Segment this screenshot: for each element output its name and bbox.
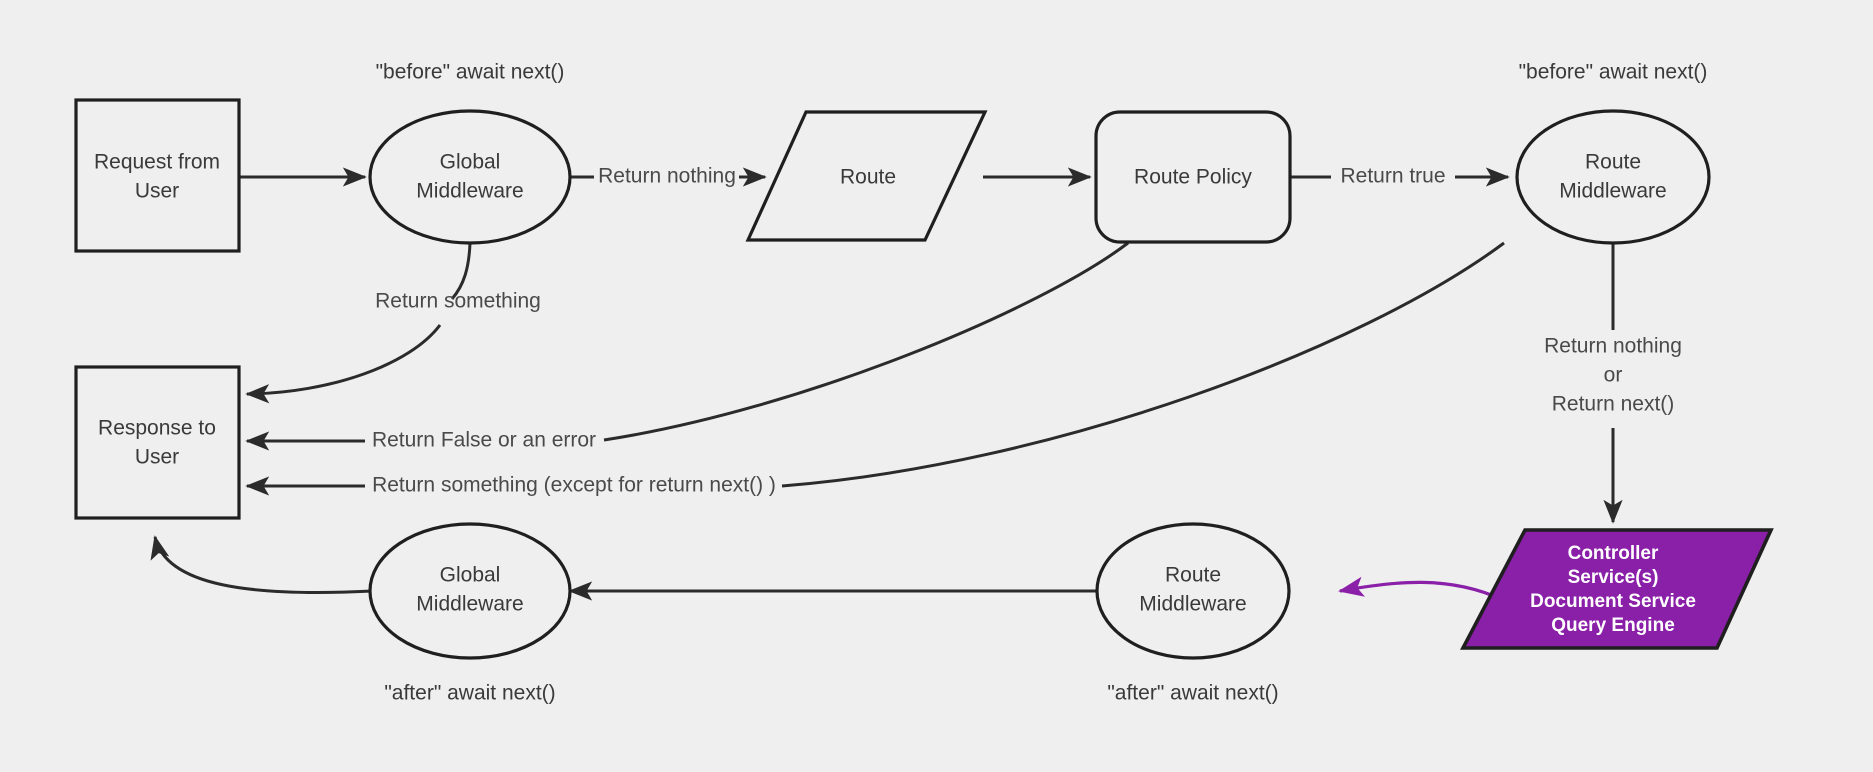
node-global-middleware-bottom[interactable]: Global Middleware (368, 522, 572, 660)
node-route-label: Route (840, 166, 896, 189)
node-global-middleware-top[interactable]: Global Middleware (368, 109, 572, 245)
edge-route-policy-return-false (603, 241, 1129, 442)
edge-route-middleware-return-something-except (781, 241, 1505, 488)
node-route-policy[interactable]: Route Policy (1094, 110, 1292, 244)
node-controller-line1: Controller (1568, 543, 1659, 564)
node-controller-line2: Service(s) (1568, 567, 1659, 588)
node-route-middleware-bottom[interactable]: Route Middleware (1095, 522, 1291, 660)
node-route[interactable]: Route (745, 110, 988, 242)
node-route-middleware-top[interactable]: Route Middleware (1515, 109, 1711, 245)
node-request-from-user-line2: User (135, 180, 179, 203)
node-route-middleware-bottom-line2: Middleware (1139, 593, 1246, 616)
edge-label-return-true: Return true (1340, 165, 1445, 188)
node-controller-services[interactable]: Controller Service(s) Document Service Q… (1460, 528, 1774, 650)
edge-label-return-false-or-error: Return False or an error (372, 429, 596, 452)
edge-label-return-nothing-or-next-line2: or (1604, 364, 1623, 387)
edge-label-return-nothing: Return nothing (598, 165, 736, 188)
annotation-before-await-next-global: "before" await next() (376, 61, 565, 84)
annotation-after-await-next-route: "after" await next() (1107, 682, 1278, 705)
edge-label-return-nothing-or-next-line1: Return nothing (1544, 335, 1682, 358)
edge-global-middleware-return-something-upper (450, 242, 472, 300)
node-response-to-user-line2: User (135, 446, 179, 469)
annotation-after-await-next-global: "after" await next() (384, 682, 555, 705)
node-route-middleware-bottom-line1: Route (1165, 564, 1221, 587)
node-global-middleware-bottom-line1: Global (440, 564, 501, 587)
node-route-policy-label: Route Policy (1134, 166, 1252, 189)
edge-global-middleware-bottom-to-response (150, 535, 373, 594)
edge-global-middleware-return-something-lower (245, 324, 442, 404)
node-global-middleware-top-line1: Global (440, 151, 501, 174)
edge-controller-to-route-middleware (1338, 576, 1504, 602)
node-response-to-user[interactable]: Response to User (74, 365, 241, 520)
edge-label-return-nothing-or-next-line3: Return next() (1552, 393, 1675, 416)
annotation-before-await-next-route: "before" await next() (1519, 61, 1708, 84)
edge-label-return-something: Return something (375, 290, 541, 313)
node-route-middleware-top-line1: Route (1585, 151, 1641, 174)
node-request-from-user-line1: Request from (94, 151, 220, 174)
node-route-middleware-top-line2: Middleware (1559, 180, 1666, 203)
node-global-middleware-bottom-line2: Middleware (416, 593, 523, 616)
node-response-to-user-line1: Response to (98, 417, 216, 440)
node-request-from-user[interactable]: Request from User (74, 98, 241, 253)
node-controller-line3: Document Service (1530, 591, 1696, 612)
node-controller-line4: Query Engine (1551, 615, 1675, 636)
node-global-middleware-top-line2: Middleware (416, 180, 523, 203)
edge-label-return-something-except-next: Return something (except for return next… (372, 474, 776, 497)
